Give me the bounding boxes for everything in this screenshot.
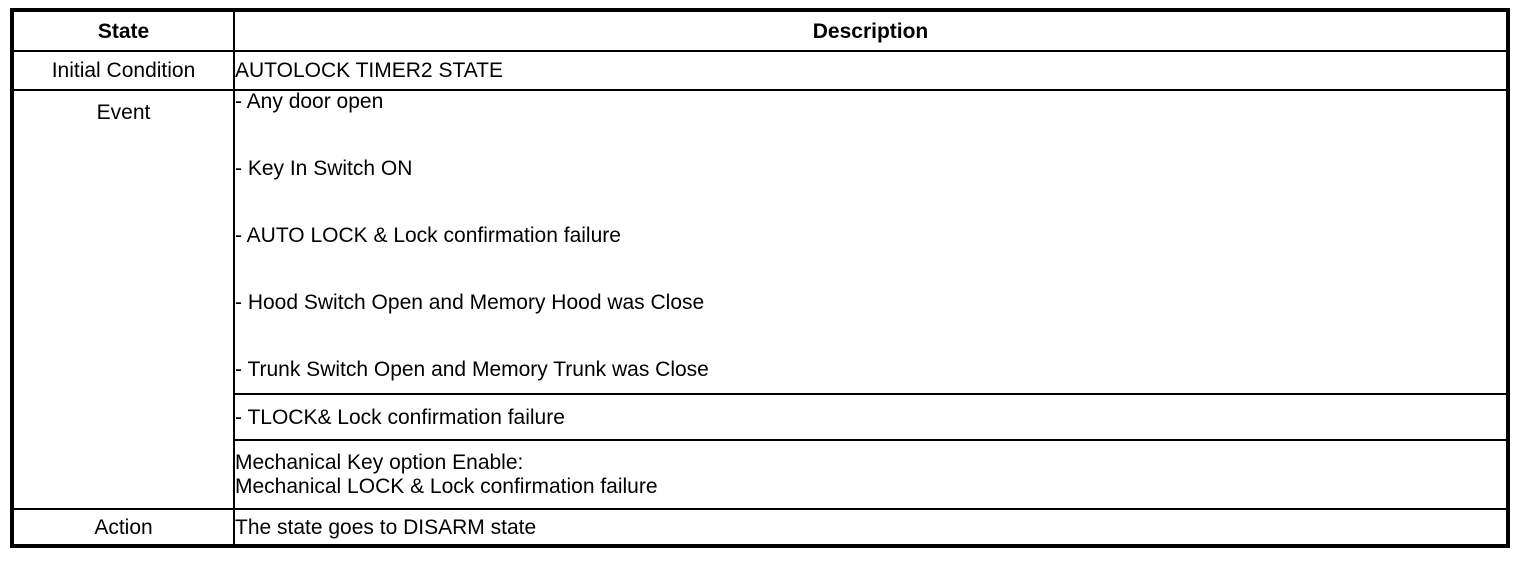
table-row-initial-condition: Initial Condition AUTOLOCK TIMER2 STATE	[11, 50, 1509, 91]
state-description-table: State Description Initial Condition AUTO…	[10, 8, 1510, 548]
description-column-header: Description	[233, 9, 1509, 52]
event-item-key-in-switch-on: - Key In Switch ON	[235, 157, 413, 180]
event-item-tlock-failure: - TLOCK& Lock confirmation failure	[233, 393, 1509, 441]
initial-condition-description: AUTOLOCK TIMER2 STATE	[233, 50, 1509, 91]
event-item-any-door-open: - Any door open	[235, 90, 384, 113]
table-header-row: State Description	[11, 9, 1509, 52]
event-label: Event	[11, 89, 235, 510]
event-bullet-list-cell: - Any door open - Key In Switch ON - AUT…	[233, 89, 1509, 395]
table-row-action: Action The state goes to DISARM state	[11, 508, 1509, 547]
action-label: Action	[11, 508, 235, 547]
event-mechanical-key-cell: Mechanical Key option Enable: Mechanical…	[233, 439, 1509, 510]
table-row-event: Event - Any door open - Key In Switch ON…	[11, 89, 1509, 510]
state-column-header: State	[11, 9, 235, 52]
event-item-trunk-switch-open: - Trunk Switch Open and Memory Trunk was…	[235, 358, 709, 381]
event-item-auto-lock-failure: - AUTO LOCK & Lock confirmation failure	[235, 224, 621, 247]
table-row-event-mechanical: Mechanical Key option Enable: Mechanical…	[12, 439, 1509, 510]
event-item-hood-switch-open: - Hood Switch Open and Memory Hood was C…	[235, 291, 705, 314]
mechanical-lock-failure-line: Mechanical LOCK & Lock confirmation fail…	[235, 474, 658, 498]
mechanical-key-option-line: Mechanical Key option Enable:	[235, 450, 524, 474]
action-description: The state goes to DISARM state	[233, 508, 1509, 547]
table-row-event-tlock: - TLOCK& Lock confirmation failure	[12, 393, 1509, 441]
initial-condition-label: Initial Condition	[11, 50, 235, 91]
